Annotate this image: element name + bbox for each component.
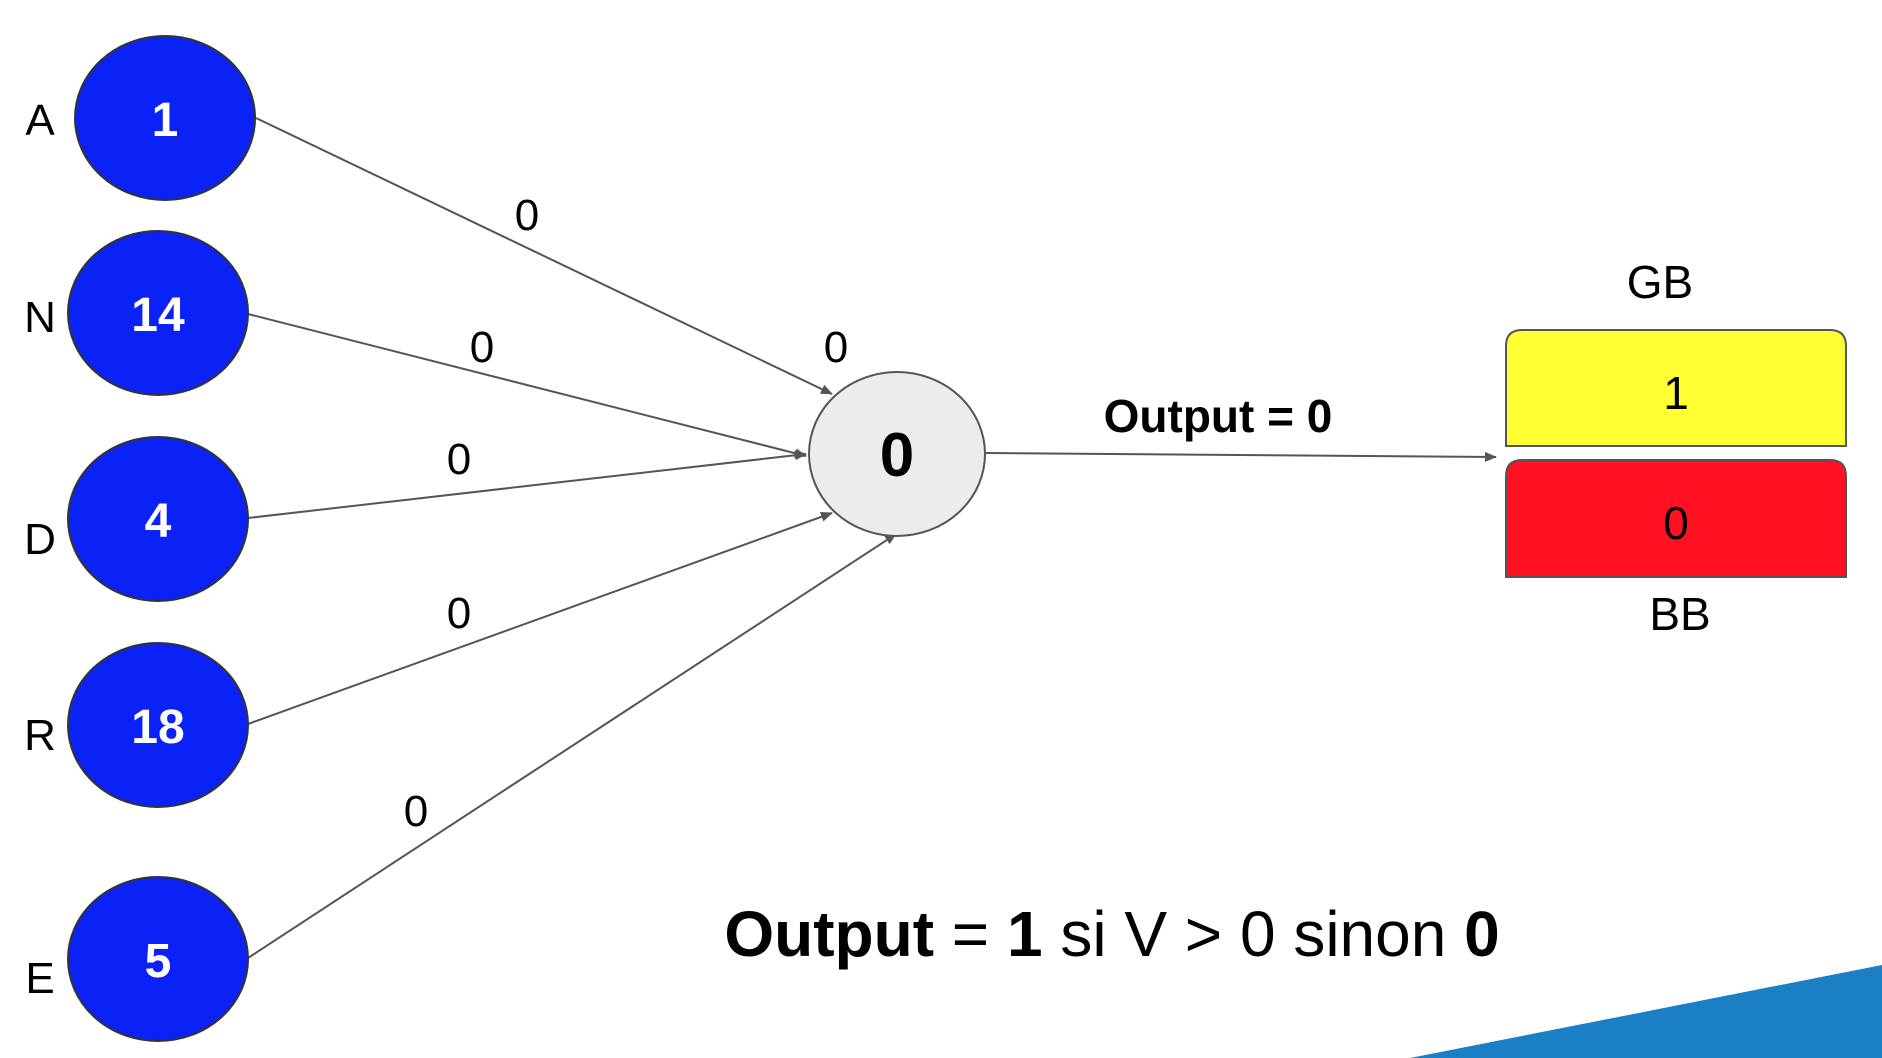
neuron-node: [808, 371, 986, 537]
connections: [247, 117, 1497, 959]
weight-e: 0: [404, 787, 428, 836]
weight-n: 0: [470, 323, 494, 372]
weight-d: 0: [447, 435, 471, 484]
connection-a: [255, 117, 833, 395]
class-top-value: 1: [1663, 367, 1689, 419]
class-top-label: GB: [1627, 256, 1693, 308]
input-value-e: 5: [145, 935, 172, 988]
class-bottom-label: BB: [1649, 588, 1710, 640]
corner-decoration: [1410, 965, 1882, 1058]
connection-n: [247, 313, 807, 459]
class-bottom-box: [1505, 459, 1847, 578]
input-value-a: 1: [152, 94, 179, 147]
input-label-n: N: [24, 293, 56, 342]
connection-d: [247, 450, 807, 519]
input-node-a: [74, 35, 256, 201]
formula: Output = 1 si V > 0 sinon 0: [724, 898, 1499, 970]
output-connection: [985, 451, 1497, 462]
input-node-d: [67, 436, 249, 602]
input-label-a: A: [25, 96, 55, 145]
input-label-e: E: [25, 954, 54, 1003]
weight-a: 0: [515, 191, 539, 240]
input-value-r: 18: [131, 701, 184, 754]
output-label: Output = 0: [1104, 390, 1333, 442]
input-label-r: R: [24, 711, 56, 760]
neuron-value: 0: [880, 421, 914, 490]
input-label-d: D: [24, 515, 56, 564]
connection-e: [247, 533, 897, 959]
class-bottom-value: 0: [1663, 497, 1689, 549]
formula-zero: 0: [1464, 898, 1500, 970]
input-node-r: [67, 642, 249, 808]
bias-label: 0: [824, 323, 848, 372]
input-value-n: 14: [131, 289, 185, 342]
formula-equals: =: [934, 898, 1007, 970]
input-value-d: 4: [145, 495, 172, 548]
input-node-n: [67, 230, 249, 396]
input-node-e: [67, 876, 249, 1042]
weight-r: 0: [447, 589, 471, 638]
connection-r: [247, 512, 833, 725]
formula-one: 1: [1007, 898, 1043, 970]
formula-output-word: Output: [724, 898, 934, 970]
formula-condition: si V > 0 sinon: [1043, 898, 1465, 970]
class-top-box: [1505, 329, 1847, 447]
